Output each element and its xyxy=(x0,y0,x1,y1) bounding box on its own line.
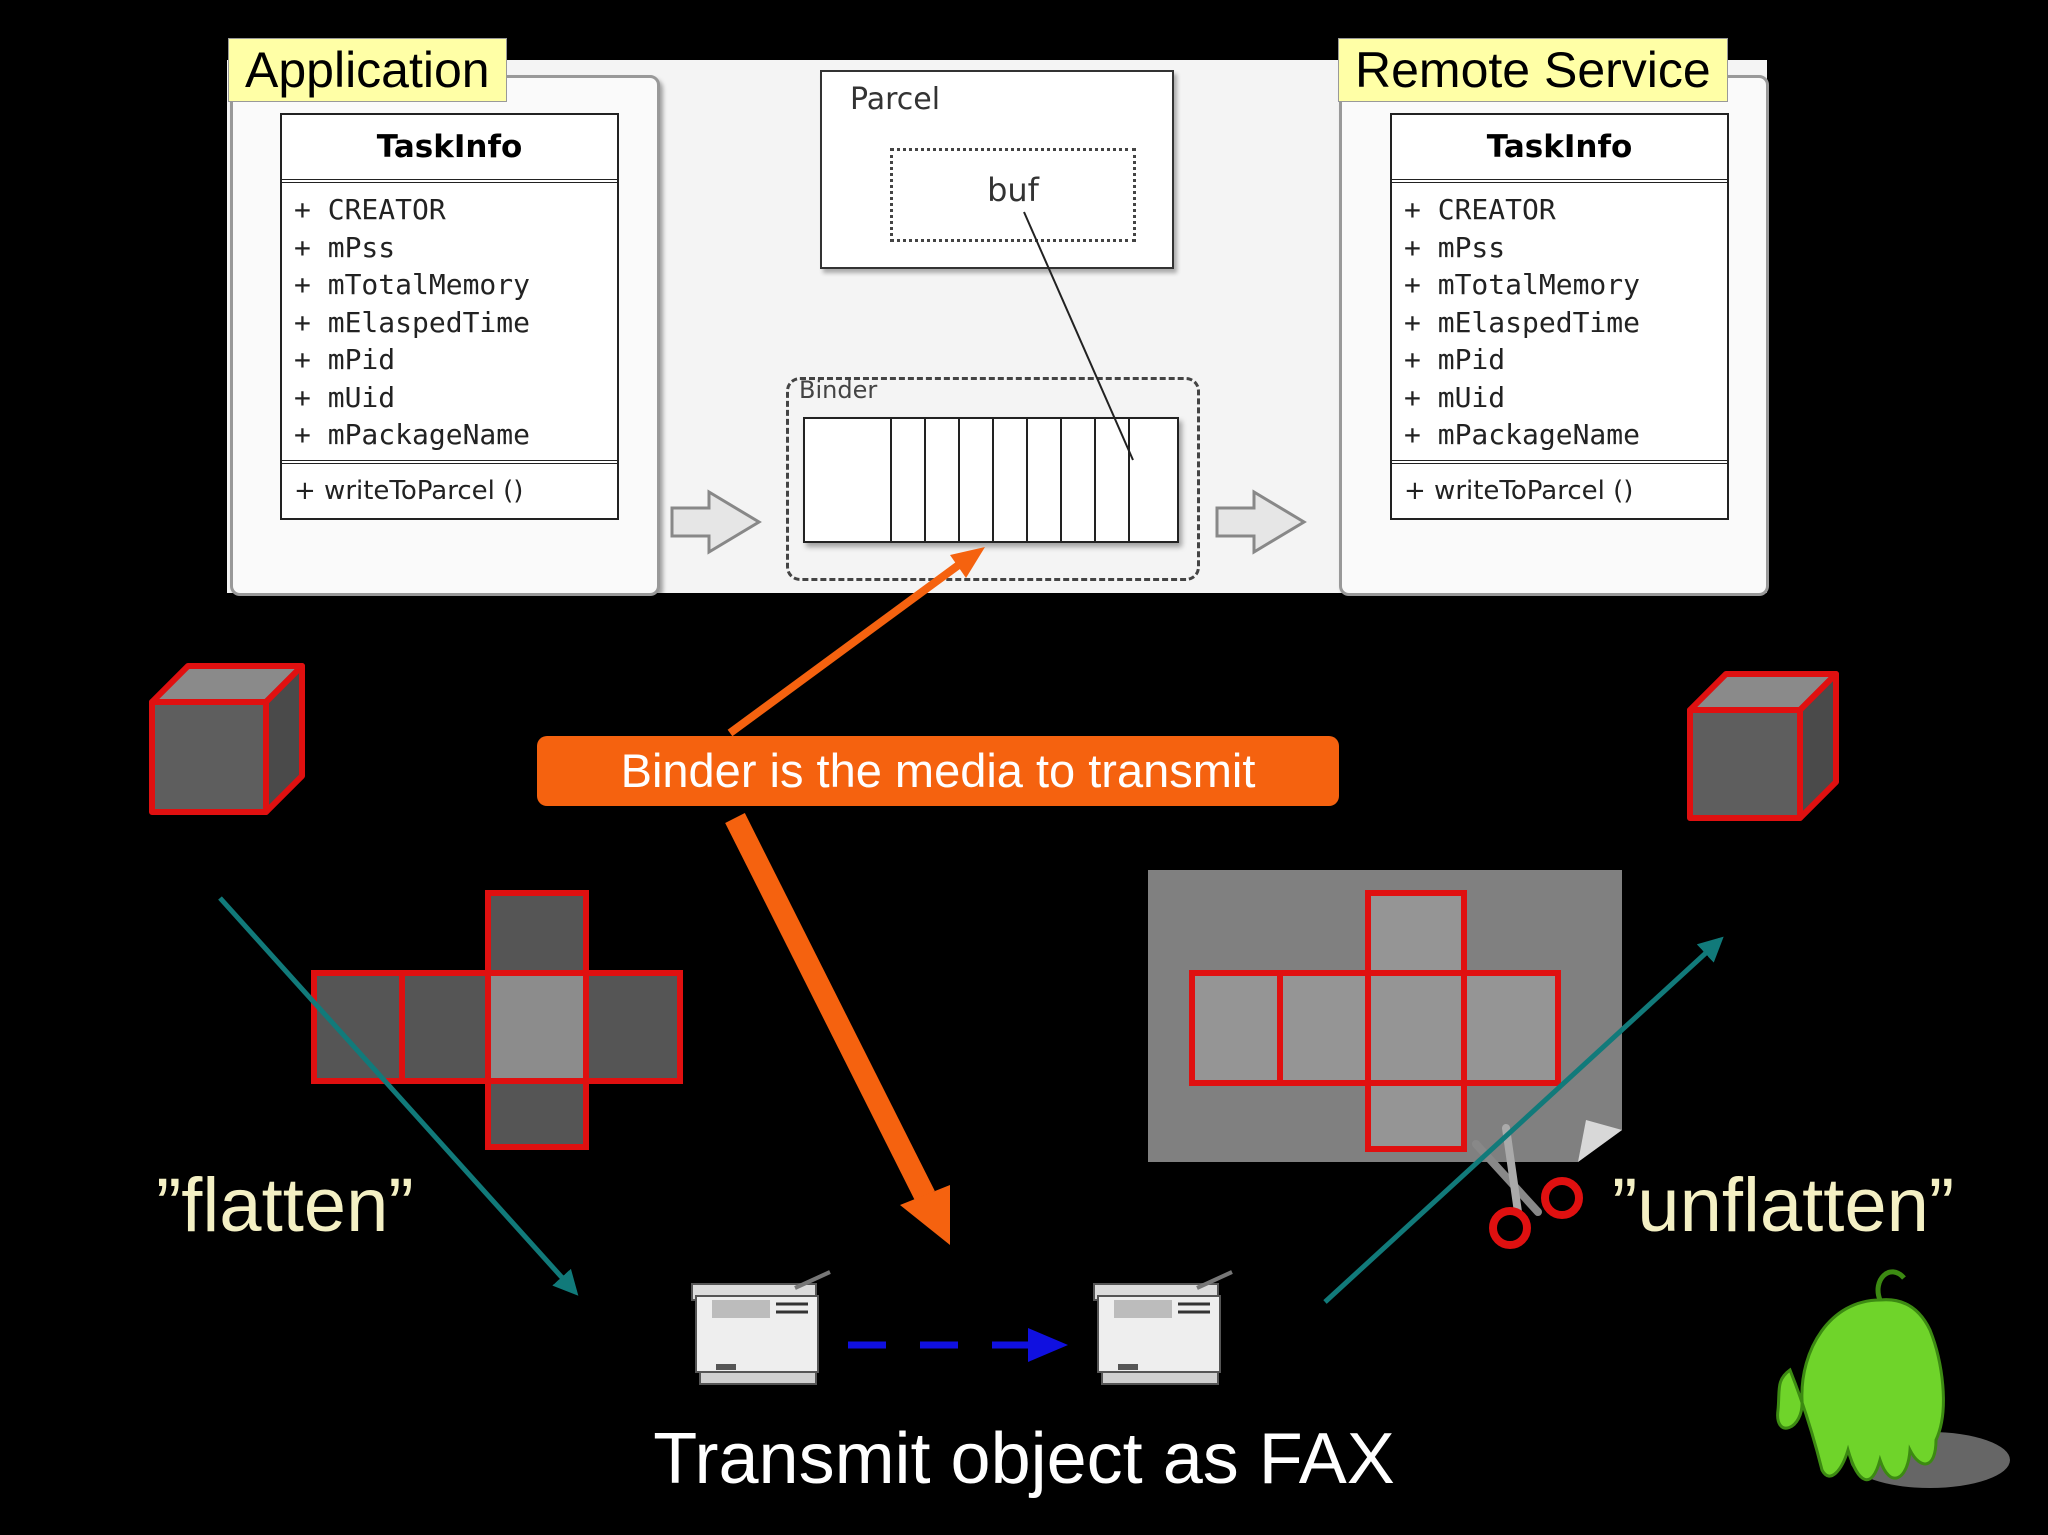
attribute: + mPid xyxy=(294,343,396,376)
orange-arrow-down xyxy=(725,813,950,1245)
class-attributes: + CREATOR + mPss + mTotalMemory + mElasp… xyxy=(1392,183,1727,464)
attribute: + mPid xyxy=(1404,343,1506,376)
attribute: + mPackageName xyxy=(1404,418,1641,451)
attribute: + mUid xyxy=(1404,380,1506,414)
attribute: + mElaspedTime xyxy=(1404,305,1641,339)
binder-label: Binder xyxy=(799,376,878,404)
panel-connectors xyxy=(670,211,1307,555)
binder-callout: Binder is the media to transmit xyxy=(537,736,1339,806)
parcel-label: Parcel xyxy=(850,82,941,117)
class-method: + writeToParcel () xyxy=(294,475,524,506)
parcel-box: Parcel buf xyxy=(820,70,1174,269)
class-method: + writeToParcel () xyxy=(1404,475,1634,506)
android-ghost-icon xyxy=(1776,1269,2010,1488)
cube-right-icon xyxy=(1687,671,1839,821)
fax-transmit-arrow xyxy=(848,1328,1068,1362)
binder-cells xyxy=(890,419,1130,541)
attribute: + mPss xyxy=(1404,230,1506,264)
application-tag: Application xyxy=(228,38,507,102)
remote-service-tag: Remote Service xyxy=(1338,38,1728,102)
attribute: + mPss xyxy=(294,230,396,264)
taskinfo-class-right: TaskInfo + CREATOR + mPss + mTotalMemory… xyxy=(1390,113,1729,520)
unflatten-arrow xyxy=(1323,936,1724,1304)
unfolded-cube-net-left xyxy=(311,890,683,1150)
flatten-label: ”flatten” xyxy=(156,1163,414,1248)
attribute: + mPackageName xyxy=(294,418,531,451)
unfolded-cube-net-right xyxy=(1189,890,1561,1152)
flatten-arrow xyxy=(218,896,579,1296)
binder-buffer xyxy=(803,417,1179,543)
attribute: + mElaspedTime xyxy=(294,305,531,339)
attribute: + CREATOR xyxy=(1404,193,1556,226)
binder-box: Binder xyxy=(786,376,1200,581)
class-name: TaskInfo xyxy=(282,115,617,183)
attribute: + CREATOR xyxy=(294,193,446,226)
taskinfo-class-left: TaskInfo + CREATOR + mPss + mTotalMemory… xyxy=(280,113,619,520)
orange-arrow-up xyxy=(727,547,985,737)
buf-box: buf xyxy=(890,148,1136,242)
cube-left-icon xyxy=(149,663,305,815)
hollow-arrow-right xyxy=(1215,489,1307,555)
class-name: TaskInfo xyxy=(1392,115,1727,183)
attribute: + mUid xyxy=(294,380,396,414)
buf-label: buf xyxy=(987,171,1039,209)
slide-caption: Transmit object as FAX xyxy=(653,1419,1395,1499)
attribute: + mTotalMemory xyxy=(1404,268,1641,301)
hollow-arrow-left xyxy=(670,489,762,555)
attribute: + mTotalMemory xyxy=(294,268,531,301)
fax-machine-right-icon xyxy=(1093,1270,1233,1385)
buf-link-line xyxy=(1023,211,1134,461)
class-attributes: + CREATOR + mPss + mTotalMemory + mElasp… xyxy=(282,183,617,464)
binder-diagram-panel: TaskInfo + CREATOR + mPss + mTotalMemory… xyxy=(227,60,1769,596)
fax-machine-left-icon xyxy=(691,1270,831,1385)
unflatten-label: ”unflatten” xyxy=(1612,1163,1955,1248)
